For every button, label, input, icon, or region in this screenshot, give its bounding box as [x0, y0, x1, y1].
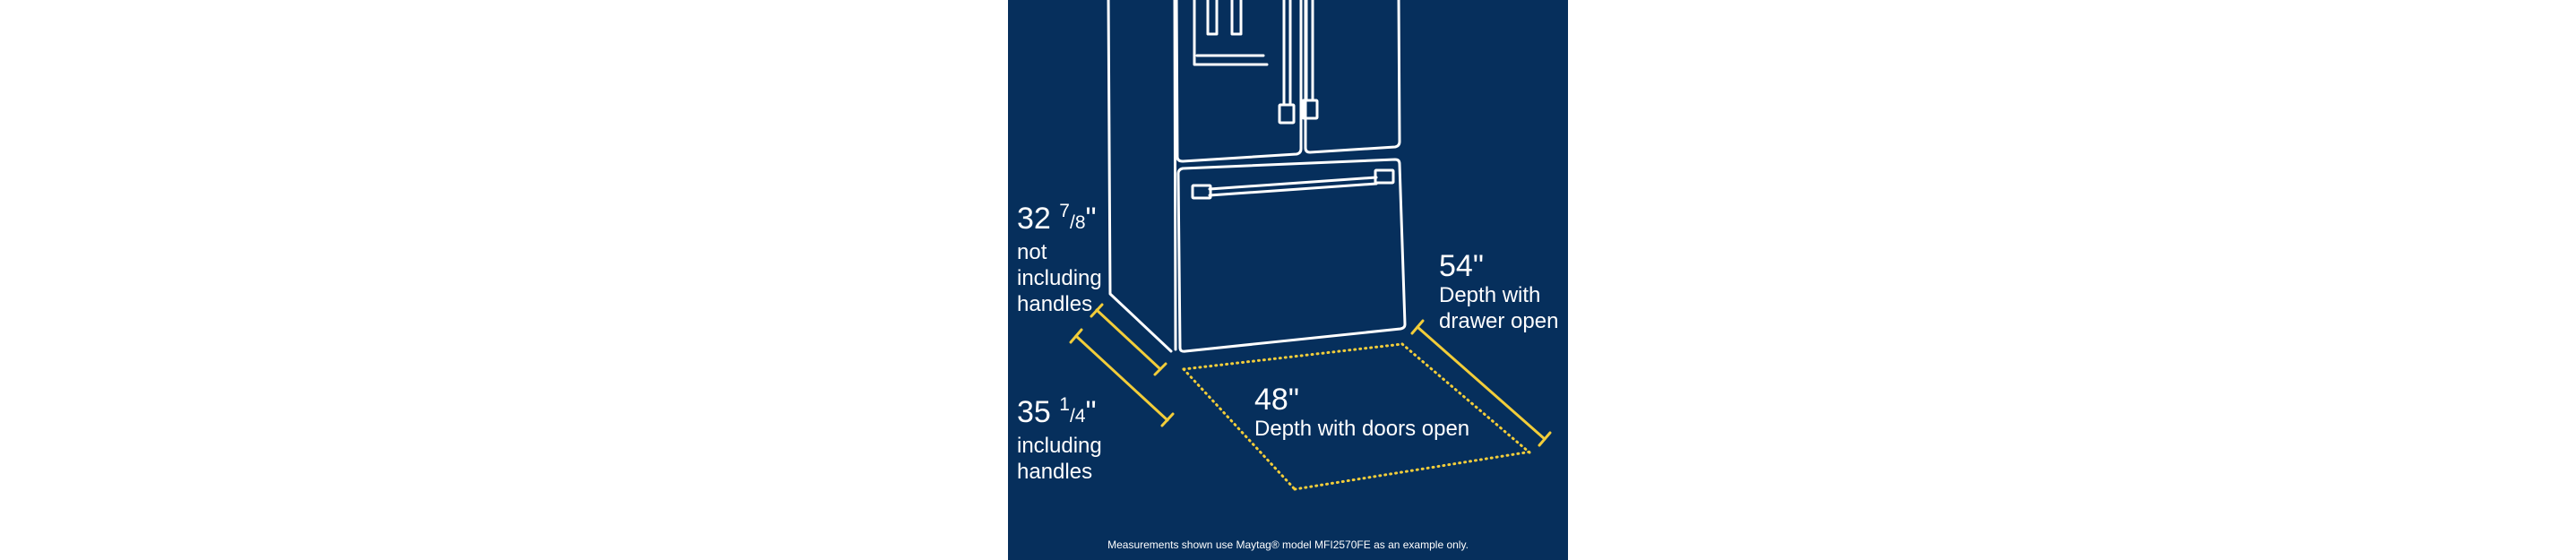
width-with-handles-line2: handles	[1017, 460, 1093, 484]
label-width-no-handles: 32 7/8" not including handles	[1017, 195, 1102, 317]
label-width-with-handles: 35 1/4" including handles	[1017, 389, 1102, 485]
width-no-handles-frac-num: 7	[1059, 201, 1070, 221]
right-handle-bracket	[1301, 99, 1319, 120]
depth-drawer-open-value: 54"	[1439, 249, 1484, 283]
dimension-width-no-handles	[1090, 303, 1167, 376]
refrigerator-dimension-diagram	[1069, 0, 1552, 491]
width-no-handles-line1: not	[1017, 240, 1047, 264]
left-handle-bracket	[1278, 103, 1296, 125]
dimension-lines	[1069, 303, 1552, 447]
width-with-handles-unit: "	[1085, 395, 1097, 429]
width-no-handles-whole: 32	[1017, 202, 1051, 236]
left-door-handle	[1282, 0, 1292, 107]
fridge-left-door	[1175, 0, 1303, 163]
width-no-handles-frac-den: 8	[1074, 212, 1086, 233]
dispenser-frame	[1193, 0, 1269, 66]
width-no-handles-unit: "	[1085, 202, 1097, 236]
drawer-handle-left-bracket	[1191, 184, 1212, 200]
freezer-drawer	[1176, 158, 1407, 353]
depth-doors-open-value: 48"	[1254, 383, 1299, 417]
width-with-handles-frac-num: 1	[1059, 394, 1070, 415]
right-door-handle	[1305, 0, 1314, 102]
width-with-handles-value: 35 1/4"	[1017, 394, 1097, 429]
dimension-width-with-handles	[1069, 328, 1175, 427]
label-depth-drawer-open: 54" Depth with drawer open	[1439, 250, 1558, 334]
width-with-handles-frac-den: 4	[1074, 406, 1086, 426]
width-no-handles-value: 32 7/8"	[1017, 201, 1097, 236]
width-with-handles-line1: including	[1017, 434, 1102, 458]
label-depth-doors-open: 48" Depth with doors open	[1254, 383, 1469, 442]
dimension-depth-drawer-open	[1410, 319, 1552, 447]
refrigerator-icon	[1107, 0, 1407, 353]
width-with-handles-whole: 35	[1017, 395, 1051, 429]
depth-drawer-open-line1: Depth with	[1439, 283, 1541, 307]
fridge-side-panel	[1107, 0, 1173, 353]
depth-drawer-open-line2: drawer open	[1439, 309, 1559, 333]
open-footprint-outline	[1182, 342, 1533, 491]
drawer-handle-bar	[1208, 176, 1378, 197]
footnote: Measurements shown use Maytag® model MFI…	[1107, 538, 1469, 551]
depth-doors-open-line1: Depth with doors open	[1254, 417, 1470, 441]
dispenser-paddle-right	[1230, 0, 1243, 36]
diagram-panel: 32 7/8" not including handles 35 1/4" in…	[1008, 0, 1568, 560]
drawer-handle-right-bracket	[1374, 168, 1395, 185]
fridge-right-door	[1304, 0, 1401, 154]
dispenser-paddle-left	[1206, 0, 1219, 36]
fridge-front-edge	[1173, 0, 1177, 351]
width-no-handles-line3: handles	[1017, 292, 1093, 316]
width-no-handles-line2: including	[1017, 266, 1102, 290]
